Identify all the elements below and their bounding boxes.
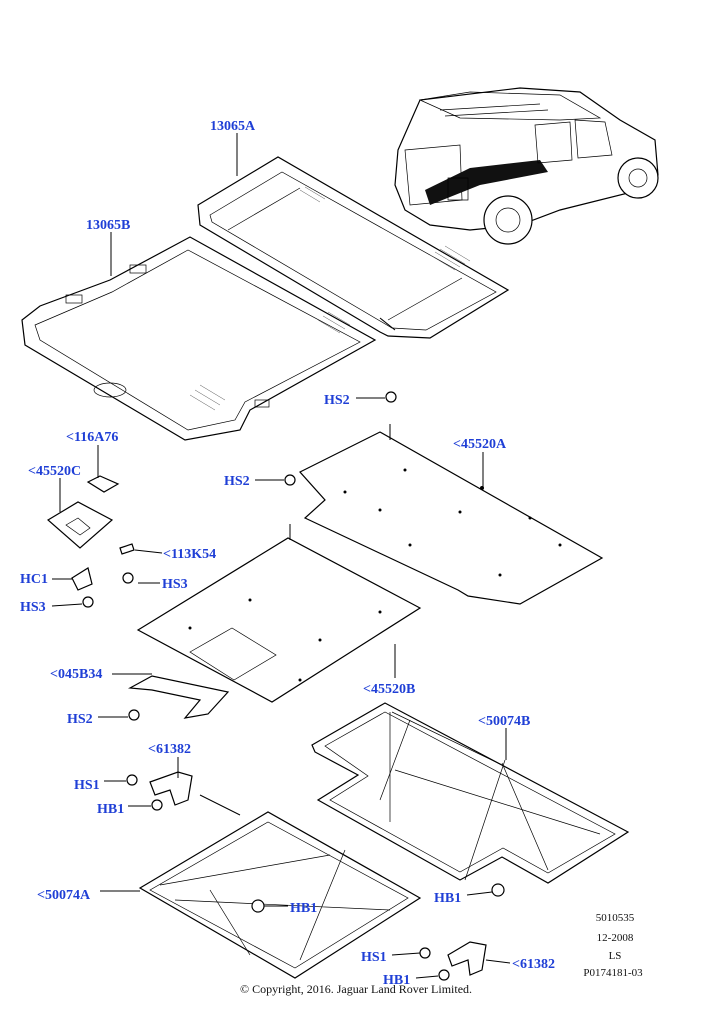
label-61382-b[interactable]: <61382 xyxy=(512,957,555,972)
label-50074A[interactable]: <50074A xyxy=(37,888,91,903)
label-HC1[interactable]: HC1 xyxy=(20,572,48,587)
label-113K54[interactable]: <113K54 xyxy=(163,547,216,562)
panel-45520A xyxy=(299,431,604,605)
label-HS3-b[interactable]: HS3 xyxy=(20,600,46,615)
label-61382-a[interactable]: <61382 xyxy=(148,742,191,757)
diagram-code: 5010535 xyxy=(596,912,635,924)
label-HS1-a[interactable]: HS1 xyxy=(74,778,100,793)
label-13065A[interactable]: 13065A xyxy=(210,119,256,134)
label-HS2-a[interactable]: HS2 xyxy=(324,393,350,408)
label-HS3-a[interactable]: HS3 xyxy=(162,577,188,592)
diagram-ref: P0174181-03 xyxy=(583,967,643,979)
bracket-045B34 xyxy=(127,675,230,719)
copyright-text: © Copyright, 2016. Jaguar Land Rover Lim… xyxy=(240,982,472,996)
panel-45520B xyxy=(136,537,422,703)
label-13065B[interactable]: 13065B xyxy=(86,218,130,233)
leader-lines xyxy=(51,133,511,979)
frame-50074A xyxy=(138,811,422,979)
label-045B34[interactable]: <045B34 xyxy=(50,667,102,682)
label-HS2-b[interactable]: HS2 xyxy=(224,474,250,489)
bracket-61382-upper xyxy=(149,771,193,806)
label-HB1-a[interactable]: HB1 xyxy=(97,802,124,817)
diagram-date: 12-2008 xyxy=(597,932,634,944)
label-116A76[interactable]: <116A76 xyxy=(66,430,118,445)
label-HS1-b[interactable]: HS1 xyxy=(361,950,387,965)
label-45520B[interactable]: <45520B xyxy=(363,682,415,697)
label-45520C[interactable]: <45520C xyxy=(28,464,81,479)
panel-45520C xyxy=(46,475,120,549)
fasteners xyxy=(71,391,505,981)
label-HB1-d[interactable]: HB1 xyxy=(383,973,410,988)
label-HB1-c[interactable]: HB1 xyxy=(434,891,461,906)
carpet-13065A xyxy=(197,156,510,339)
label-HS2-c[interactable]: HS2 xyxy=(67,712,93,727)
label-50074B[interactable]: <50074B xyxy=(478,714,530,729)
carpet-13065B xyxy=(21,236,377,441)
diagram-ls: LS xyxy=(609,950,622,962)
part-labels: 13065A 13065B <116A76 <45520C <113K54 HC… xyxy=(20,119,555,988)
diagram-meta: 5010535 12-2008 LS P0174181-03 © Copyrig… xyxy=(240,912,643,996)
label-45520A[interactable]: <45520A xyxy=(453,437,507,452)
frame-50074B xyxy=(311,702,630,884)
vehicle-illustration xyxy=(394,87,659,245)
label-HB1-b[interactable]: HB1 xyxy=(290,901,317,916)
bracket-61382-lower xyxy=(447,941,487,976)
